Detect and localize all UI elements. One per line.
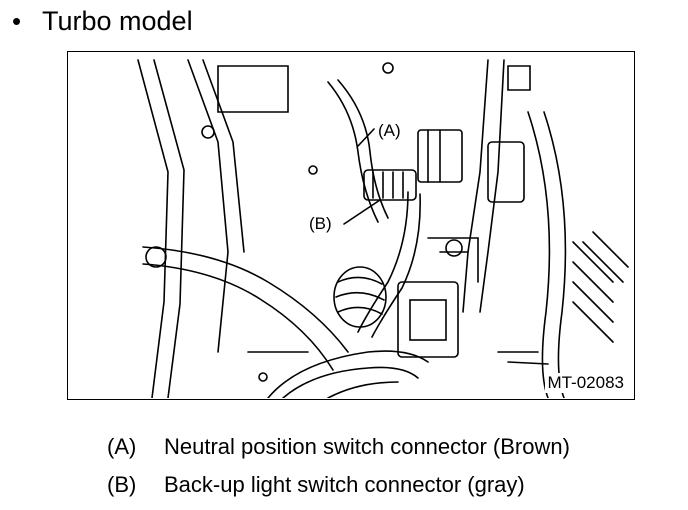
legend-key: (A) (107, 434, 137, 459)
legend-key: (B) (107, 472, 137, 497)
section-heading: • Turbo model (12, 6, 193, 37)
legend-item: (B) Back-up light switch connector (gray… (107, 466, 570, 504)
callout-b-label: (B) (309, 214, 332, 233)
heading-text: Turbo model (42, 6, 193, 36)
legend-item: (A) Neutral position switch connector (B… (107, 428, 570, 466)
legend-text: Neutral position switch connector (Brown… (164, 434, 570, 459)
line-drawing (137, 59, 629, 398)
callout-a-label: (A) (378, 121, 401, 140)
engine-illustration: (A) (B) MT-02083 (67, 51, 635, 400)
figure-legend: (A) Neutral position switch connector (B… (107, 428, 570, 504)
figure-id-label: MT-02083 (545, 373, 626, 393)
bullet-icon: • (12, 6, 22, 36)
legend-text: Back-up light switch connector (gray) (164, 472, 525, 497)
